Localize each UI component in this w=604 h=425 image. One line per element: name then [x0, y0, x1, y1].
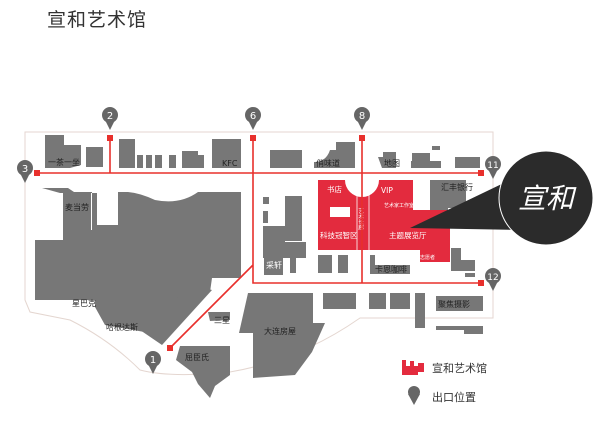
exit-routes: [34, 135, 484, 351]
exit-pin-8[interactable]: 8: [354, 107, 370, 130]
svg-text:11: 11: [487, 161, 498, 171]
exit-pin-6[interactable]: 6: [245, 107, 261, 130]
legend-venue-label: 宣和艺术馆: [432, 361, 487, 375]
shop-haagendazs[interactable]: 哈根达斯: [106, 322, 138, 332]
page-title: 宣和艺术馆: [47, 9, 148, 31]
exit-pin-1[interactable]: 1: [145, 351, 161, 374]
vip-label: VIP: [381, 186, 393, 195]
legend: 宣和艺术馆 出口位置: [402, 360, 487, 405]
bubble-text: 宣和: [518, 182, 577, 215]
shop-kfc[interactable]: KFC: [222, 159, 238, 168]
svg-text:1: 1: [150, 355, 156, 366]
exit-pin-2[interactable]: 3: [17, 160, 33, 183]
theme-hall-label: 主题展览厅: [389, 230, 427, 240]
legend-exit-label: 出口位置: [432, 390, 476, 404]
shop-hsbc[interactable]: 汇丰银行: [441, 182, 473, 192]
xuanhe-logo-bubble: 宣和: [410, 150, 594, 246]
shop-mcdonalds[interactable]: 麦当劳: [65, 202, 89, 212]
artist-studio-label: 艺术家工作室: [384, 202, 414, 209]
shop-starbucks[interactable]: 星巴克: [72, 299, 96, 308]
tech-zone-label: 科技冠智区: [320, 230, 358, 240]
shop-yichayizuo[interactable]: 一茶一坐: [48, 157, 80, 167]
shop-ditu[interactable]: 地图: [384, 158, 400, 168]
shop-caixuan[interactable]: 采轩: [266, 260, 282, 270]
xuanhe-art-gallery[interactable]: 书店 VIP 艺术家工作室 艺术长廊 科技冠智区 主题展览厅 志愿者: [318, 180, 450, 262]
shop-focus-photo[interactable]: 聚焦摄影: [438, 299, 470, 309]
shop-qiaoweidao[interactable]: 俏味道: [316, 158, 340, 168]
svg-text:12: 12: [487, 273, 498, 283]
svg-text:3: 3: [22, 164, 28, 175]
exit-pin-12[interactable]: 12: [485, 268, 501, 291]
art-corridor-label: 艺术长廊: [357, 208, 364, 232]
exit-legend-icon: [408, 386, 420, 405]
venue-legend-icon: [402, 360, 424, 375]
bookstore-label: 书店: [327, 184, 342, 194]
shop-watsons[interactable]: 屈臣氏: [185, 353, 209, 362]
svg-text:6: 6: [250, 111, 256, 122]
shop-kaen-cafe[interactable]: 卡恩咖啡: [375, 264, 407, 274]
svg-text:2: 2: [107, 111, 113, 122]
exit-pin-3[interactable]: 2: [102, 107, 118, 130]
exit-pin-11[interactable]: 11: [485, 156, 501, 179]
shop-samsung[interactable]: 三星: [214, 316, 230, 325]
shop-dalian-house[interactable]: 大连房屋: [264, 326, 296, 336]
svg-text:8: 8: [359, 111, 365, 122]
small-room-label: 志愿者: [420, 254, 435, 261]
